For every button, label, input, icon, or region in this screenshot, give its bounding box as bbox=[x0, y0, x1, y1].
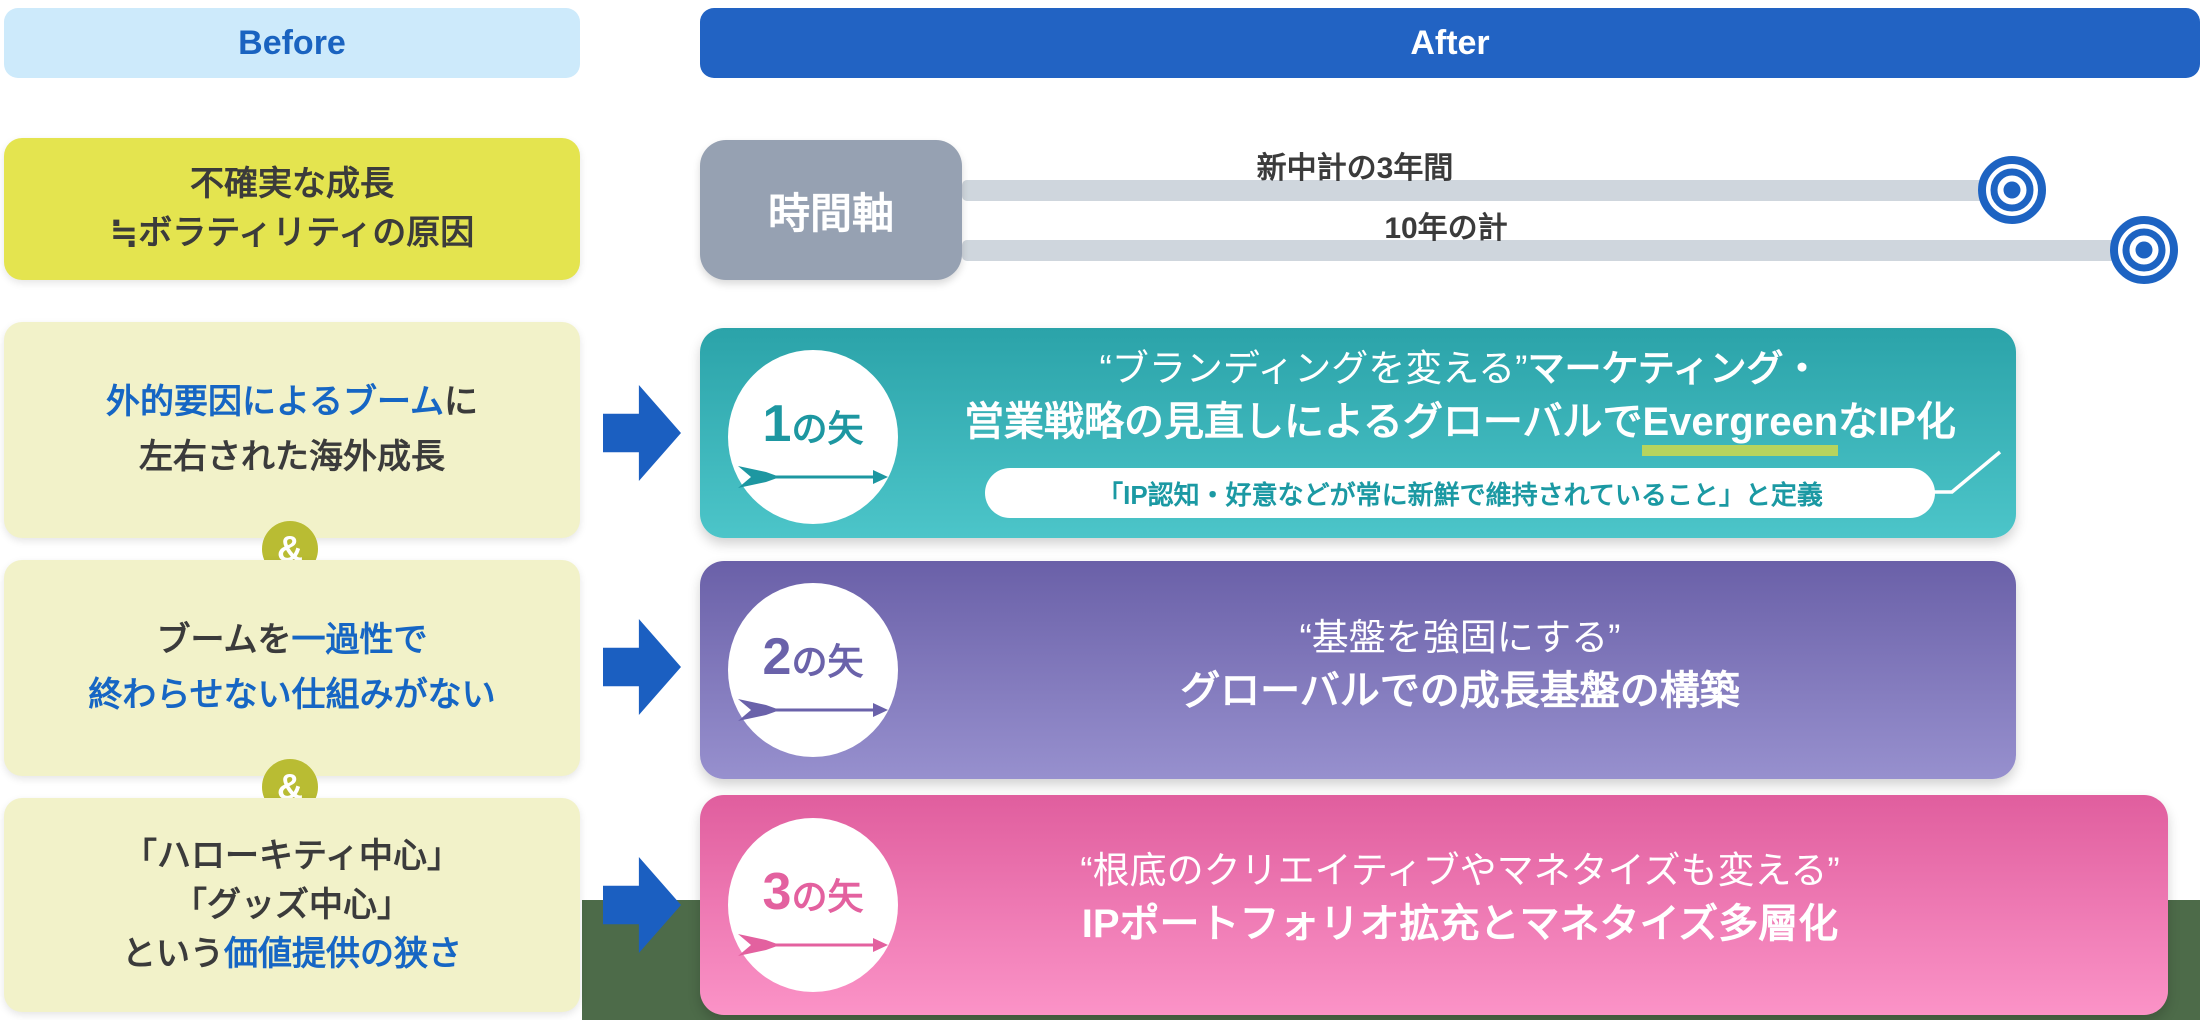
before-box1-line2: ≒ボラティリティの原因 bbox=[109, 214, 475, 252]
note-text: 「IP認知・好意などが常に新鮮で維持されていること」と定義 bbox=[1097, 479, 1823, 510]
arrow-glyph-icon bbox=[738, 699, 888, 721]
strategy2-line1: “基盤を強固にする” bbox=[1299, 617, 1621, 658]
before-header-label: Before bbox=[238, 23, 346, 62]
timeline-label-10years: 10年の計 bbox=[1384, 212, 1508, 245]
before-box2-line1: 外的要因によるブームに bbox=[106, 383, 478, 421]
timeline-bar-10years bbox=[962, 240, 2122, 261]
badge2-number: 2 bbox=[762, 628, 792, 686]
strategy2-line2: グローバルでの成長基盤の構築 bbox=[1180, 669, 1740, 713]
before-box1-line1: 不確実な成長 bbox=[190, 165, 394, 203]
strategy3-text: “根底のクリエイティブやマネタイズも変える” IPポートフォリオ拡充とマネタイズ… bbox=[930, 845, 1990, 951]
before-box2-line2: 左右された海外成長 bbox=[139, 438, 445, 476]
evergreen-highlight: Evergreen bbox=[1642, 400, 1839, 456]
target-icon bbox=[2110, 216, 2178, 284]
timeline-bar-3years bbox=[962, 180, 1990, 201]
time-axis-box: 時間軸 bbox=[700, 140, 962, 280]
strategy2-text: “基盤を強固にする” グローバルでの成長基盤の構築 bbox=[930, 612, 1990, 718]
flow-arrow-icon bbox=[603, 619, 681, 715]
target-icon bbox=[1978, 156, 2046, 224]
before-box-external-boom: 外的要因によるブームに 左右された海外成長 bbox=[4, 322, 580, 538]
strategy1-line1: “ブランディングを変える”マーケティング・ bbox=[1099, 348, 1821, 389]
before-box4-line1: 「ハローキティ中心」 bbox=[123, 836, 461, 875]
note-connector-line bbox=[1930, 450, 2002, 494]
before-box3-line2: 終わらせない仕組みがない bbox=[88, 676, 496, 714]
before-header: Before bbox=[4, 8, 580, 78]
before-box4-line2: 「グッズ中心」 bbox=[173, 885, 411, 924]
arrow-glyph-icon bbox=[738, 466, 888, 488]
strategy-box-2 bbox=[700, 561, 2016, 779]
after-header-label: After bbox=[1410, 23, 1490, 62]
before-box-narrow-value: 「ハローキティ中心」 「グッズ中心」 という価値提供の狭さ bbox=[4, 798, 580, 1012]
badge1-number: 1 bbox=[762, 395, 792, 453]
timeline-label-3years: 新中計の3年間 bbox=[1256, 152, 1454, 185]
badge3-suffix: の矢 bbox=[791, 876, 864, 917]
strategy3-line2: IPポートフォリオ拡充とマネタイズ多層化 bbox=[1081, 902, 1839, 946]
time-axis-label: 時間軸 bbox=[767, 189, 894, 237]
strategy3-line1: “根底のクリエイティブやマネタイズも変える” bbox=[1080, 850, 1840, 891]
badge3-number: 3 bbox=[762, 863, 792, 921]
before-box-uncertain-growth: 不確実な成長 ≒ボラティリティの原因 bbox=[4, 138, 580, 280]
before-box4-line3: という価値提供の狭さ bbox=[122, 934, 462, 973]
before-box3-line1: ブームを一過性で bbox=[156, 621, 428, 659]
before-box-no-mechanism: ブームを一過性で 終わらせない仕組みがない bbox=[4, 560, 580, 776]
strategy1-text: “ブランディングを変える”マーケティング・ 営業戦略の見直しによるグローバルでE… bbox=[930, 343, 1990, 456]
strategy1-line2: 営業戦略の見直しによるグローバルでEvergreenなIP化 bbox=[930, 395, 1990, 456]
after-header: After bbox=[700, 8, 2200, 78]
evergreen-definition-note: 「IP認知・好意などが常に新鮮で維持されていること」と定義 bbox=[985, 468, 1935, 518]
arrow-glyph-icon bbox=[738, 934, 888, 956]
flow-arrow-icon bbox=[603, 385, 681, 481]
strategy-box-3 bbox=[700, 795, 2168, 1015]
badge2-suffix: の矢 bbox=[791, 641, 864, 682]
badge1-suffix: の矢 bbox=[791, 408, 864, 449]
